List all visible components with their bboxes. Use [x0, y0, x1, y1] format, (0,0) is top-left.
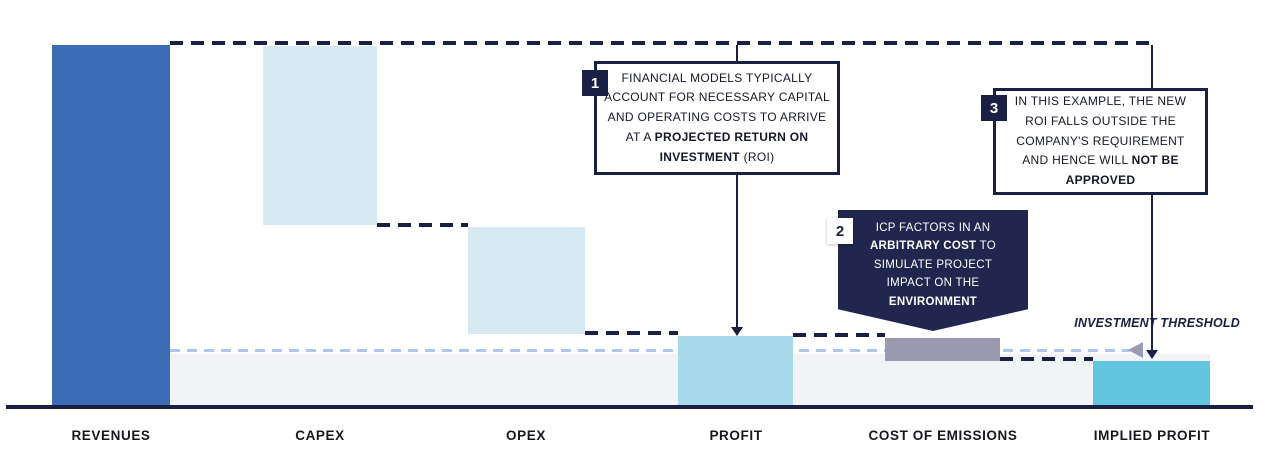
- axis-label-capex: CAPEX: [295, 428, 345, 443]
- dashed-connector-top: [170, 41, 1154, 45]
- axis-label-cost-of-emissions: COST OF EMISSIONS: [868, 428, 1018, 443]
- bar-revenues: [52, 45, 170, 405]
- investment-threshold-line: [170, 349, 1130, 352]
- note-2-number-badge: 2: [827, 218, 853, 244]
- dashed-connector-opex-profit: [585, 331, 678, 335]
- bar-opex: [468, 227, 585, 334]
- axis-label-implied-profit: IMPLIED PROFIT: [1093, 428, 1211, 443]
- threshold-marker-arrow-icon: [1128, 342, 1143, 358]
- annotation-note-1: 1 FINANCIAL MODELS TYPICALLY ACCOUNT FOR…: [582, 61, 840, 175]
- annotation-note-3: 3 IN THIS EXAMPLE, THE NEW ROI FALLS OUT…: [981, 88, 1208, 195]
- note-3-text: IN THIS EXAMPLE, THE NEW ROI FALLS OUTSI…: [1014, 94, 1187, 188]
- note-2-text: ICP FACTORS IN AN ARBITRARY COST TO SIMU…: [869, 222, 997, 308]
- note-2-banner: ICP FACTORS IN AN ARBITRARY COST TO SIMU…: [838, 210, 1028, 331]
- note-1-text: FINANCIAL MODELS TYPICALLY ACCOUNT FOR N…: [604, 70, 830, 164]
- annotation-note-2: ICP FACTORS IN AN ARBITRARY COST TO SIMU…: [827, 210, 1028, 331]
- pointer-line-note-3: [1151, 45, 1153, 352]
- dashed-connector-profit-emissions: [793, 333, 885, 337]
- axis-label-profit: PROFIT: [709, 428, 763, 443]
- bar-implied-profit: [1093, 361, 1210, 405]
- investment-threshold-label: INVESTMENT THRESHOLD: [1074, 316, 1240, 330]
- axis-label-opex: OPEX: [506, 428, 546, 443]
- note-1-number-badge: 1: [582, 70, 608, 96]
- axis-label-revenues: REVENUES: [71, 428, 151, 443]
- bar-cost-of-emissions: [885, 338, 1000, 361]
- dashed-connector-capex-opex: [377, 223, 468, 227]
- bar-capex: [263, 46, 377, 225]
- pointer-line-note-1: [736, 45, 738, 329]
- bar-profit: [678, 336, 793, 405]
- dashed-connector-emissions-implied: [1000, 357, 1093, 361]
- note-3-number-badge: 3: [981, 95, 1007, 121]
- baseline-axis: [6, 405, 1253, 409]
- down-arrow-icon: [731, 327, 743, 336]
- down-arrow-icon: [1146, 350, 1158, 359]
